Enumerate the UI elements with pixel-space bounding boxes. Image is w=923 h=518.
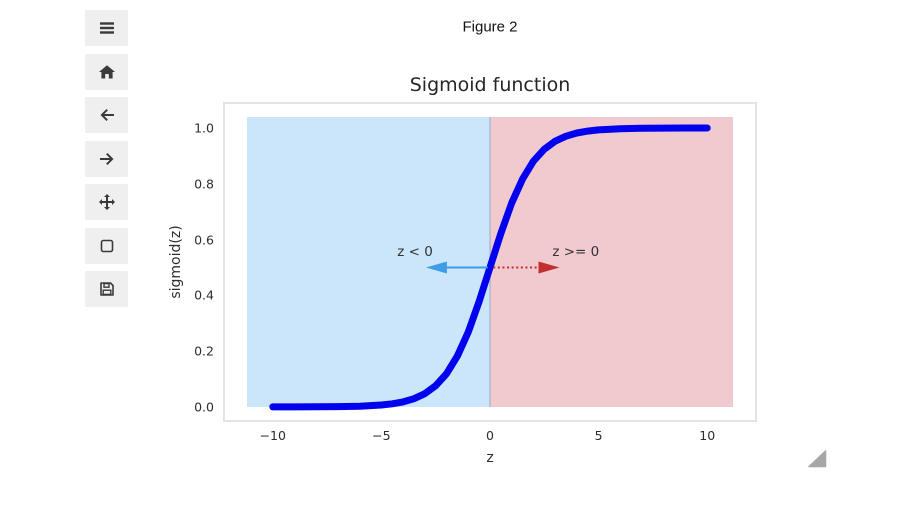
y-tick-label: 0.8 xyxy=(194,176,214,192)
zoom-to-rect-button[interactable] xyxy=(85,227,128,264)
figure-window-title: Figure 2 xyxy=(462,18,518,36)
chart-title: Sigmoid function xyxy=(409,74,571,96)
x-tick-label: 10 xyxy=(699,428,716,443)
arrow-right-icon xyxy=(98,150,116,168)
y-tick-label: 0.2 xyxy=(194,343,214,359)
annotation-label: z >= 0 xyxy=(552,243,600,260)
home-icon xyxy=(98,63,116,81)
x-axis-label: z xyxy=(486,450,494,466)
x-tick-label: −10 xyxy=(259,428,286,443)
y-tick-label: 0.6 xyxy=(194,232,214,248)
shaded-region-positive xyxy=(490,116,734,407)
zoom-rect-icon xyxy=(98,237,116,255)
region-divider xyxy=(489,117,491,407)
y-axis-label: sigmoid(z) xyxy=(168,225,184,299)
figure-toolbar xyxy=(85,10,128,315)
toggle-toolbar-button[interactable] xyxy=(85,10,128,46)
y-tick-label: 0.0 xyxy=(194,399,214,415)
annotation-label: z < 0 xyxy=(397,243,433,260)
forward-button[interactable] xyxy=(85,140,128,177)
x-tick-label: −5 xyxy=(372,428,391,443)
save-icon xyxy=(98,280,116,298)
y-tick-label: 0.4 xyxy=(194,287,214,303)
shaded-region-negative xyxy=(246,116,490,407)
save-button[interactable] xyxy=(85,271,128,307)
x-tick-label: 5 xyxy=(594,428,603,443)
move-icon xyxy=(98,193,116,211)
resize-grip-icon[interactable] xyxy=(808,450,826,467)
back-button[interactable] xyxy=(85,97,128,133)
arrow-left-icon xyxy=(98,106,116,124)
y-tick-label: 1.0 xyxy=(194,120,214,136)
menu-icon xyxy=(98,19,116,37)
pan-button[interactable] xyxy=(85,184,128,220)
home-button[interactable] xyxy=(85,53,128,90)
x-tick-label: 0 xyxy=(486,428,494,443)
